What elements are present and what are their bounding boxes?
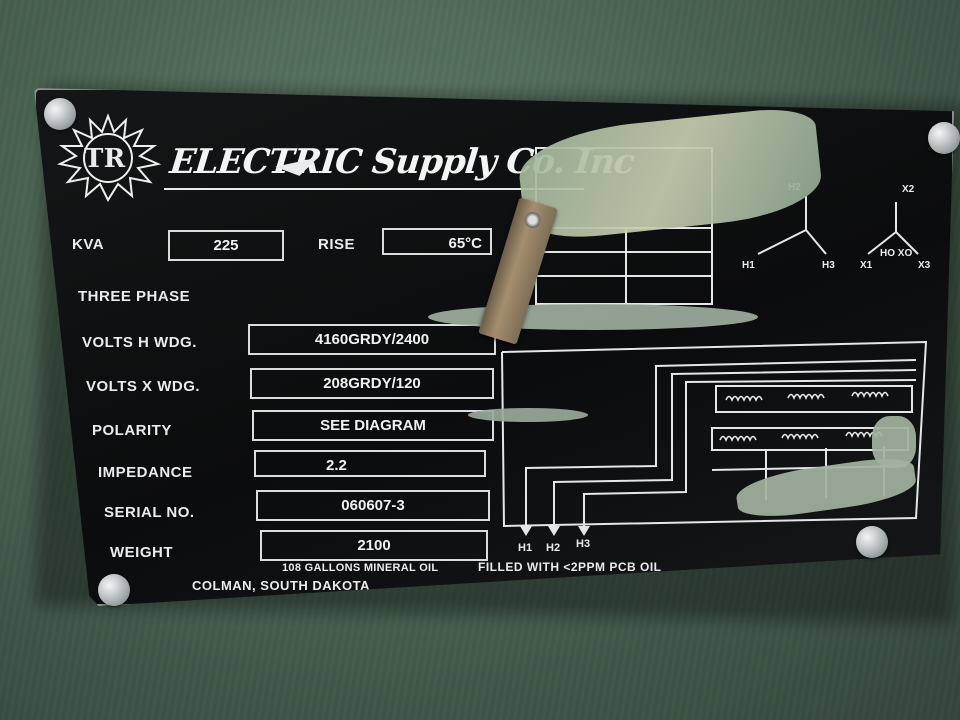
vector-label-x2: X2 — [902, 184, 915, 195]
vector-label-h1: H1 — [742, 260, 755, 271]
vector-label-x1: X1 — [860, 260, 873, 271]
kva-label: KVA — [72, 236, 105, 253]
kva-value: 225 — [168, 230, 284, 261]
volts-x-value: 208GRDY/120 — [250, 368, 494, 399]
terminal-h3: H3 — [576, 538, 591, 550]
screw-top-left-icon — [44, 98, 76, 130]
rise-value: 65°C — [382, 228, 492, 255]
brand-underline — [164, 188, 584, 190]
screw-bottom-right-icon — [856, 526, 888, 558]
logo-letters: TR — [84, 144, 126, 174]
impedance-label: IMPEDANCE — [98, 464, 193, 481]
vector-label-x3: X3 — [918, 260, 931, 271]
serial-value: 060607-3 — [256, 490, 490, 521]
tag-rivet-icon — [522, 210, 543, 231]
peeled-streak-middle — [428, 304, 758, 330]
manufacturer-location: COLMAN, SOUTH DAKOTA — [192, 578, 371, 593]
screw-bottom-left-icon — [98, 574, 130, 606]
polarity-value: SEE DIAGRAM — [252, 410, 494, 441]
peeled-streak-small — [468, 408, 588, 422]
vector-label-ho-xo: HO XO — [880, 248, 913, 259]
vector-label-h3: H3 — [822, 260, 835, 271]
serial-label: SERIAL NO. — [104, 504, 195, 521]
volts-x-label: VOLTS X WDG. — [86, 378, 201, 395]
terminal-h1: H1 — [518, 542, 533, 554]
sunburst-logo-icon — [56, 113, 162, 202]
terminal-h2: H2 — [546, 542, 561, 554]
volts-h-label: VOLTS H WDG. — [82, 334, 197, 351]
weight-label: WEIGHT — [110, 544, 173, 561]
polarity-label: POLARITY — [92, 422, 172, 439]
nameplate: TR ELECTRIC Supply Co. Inc KVA 225 RISE … — [34, 88, 954, 606]
weight-value: 2100 — [260, 530, 488, 561]
phase-label: THREE PHASE — [78, 288, 191, 305]
oil-capacity: 108 GALLONS MINERAL OIL — [282, 562, 439, 574]
impedance-value: 2.2 — [254, 450, 486, 477]
peeled-area-right-edge — [872, 416, 916, 468]
screw-top-right-icon — [928, 122, 960, 154]
pcb-statement: FILLED WITH <2PPM PCB OIL — [478, 560, 662, 574]
volts-h-value: 4160GRDY/2400 — [248, 324, 496, 355]
rise-label: RISE — [318, 236, 356, 253]
